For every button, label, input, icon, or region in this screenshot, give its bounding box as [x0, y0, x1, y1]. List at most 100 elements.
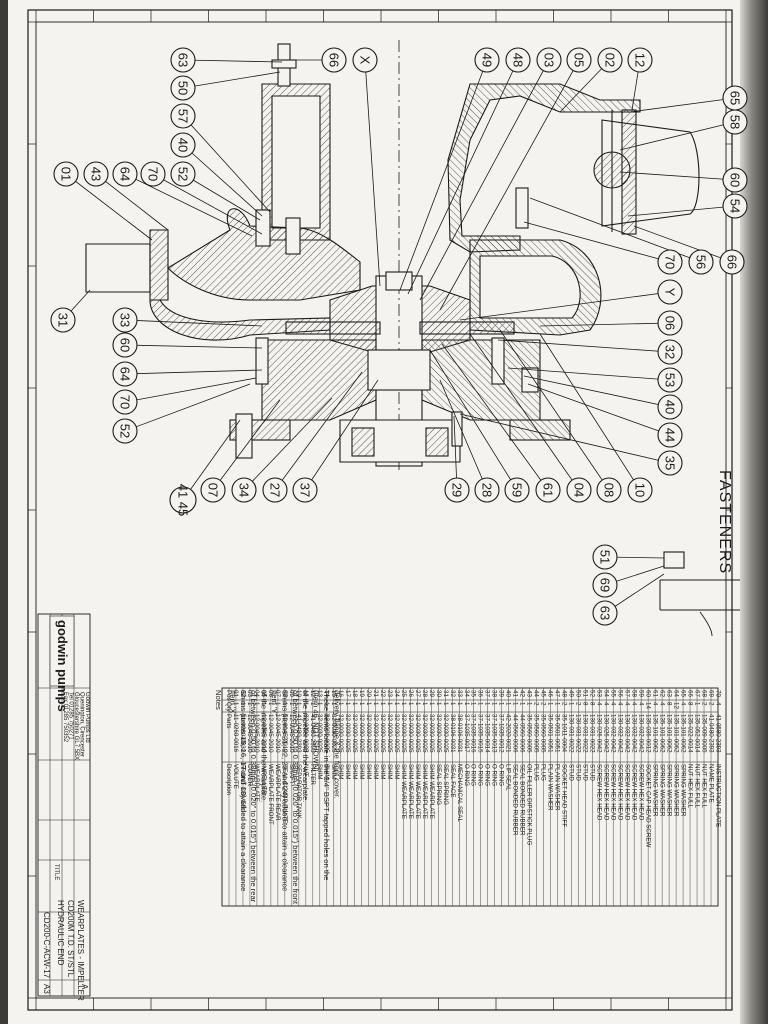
notes-line: of between 0.50 to 0.38mm (0.020" to 0.0…: [291, 690, 300, 905]
table-cell: 1: [253, 702, 260, 706]
table-cell: NAME PLATE: [707, 764, 714, 803]
balloon: 58: [722, 109, 748, 135]
table-header-cell: Pos: [225, 690, 232, 701]
table-cell: 135-101-0062: [651, 714, 658, 753]
table-cell: 35: [470, 690, 477, 697]
balloon-label: 69: [598, 578, 613, 592]
balloon: 60: [722, 167, 748, 193]
table-cell: SHIM: [337, 764, 344, 779]
table-cell: 4: [609, 702, 616, 706]
table-cell: STUD: [582, 764, 589, 781]
leader-line: [182, 144, 263, 217]
balloon-label: 59: [510, 483, 525, 497]
plug-right: [521, 367, 539, 393]
balloon-circle: [719, 249, 745, 275]
title-line: HYDRAULIC END: [56, 900, 65, 966]
balloon: 69: [592, 572, 618, 598]
table-cell: 32-0030-0025: [316, 714, 323, 753]
balloon-circle: [536, 47, 562, 73]
table-cell: 1: [477, 702, 484, 706]
table-cell: FRONT COVER: [239, 764, 246, 809]
table-cell: 135-022-0014: [686, 714, 693, 753]
table-cell: 1: [554, 702, 561, 706]
table-cell: 35-0560-0005: [533, 714, 540, 753]
balloon: 40: [170, 132, 196, 158]
table-cell: 32-0030-0025: [442, 714, 449, 753]
leader-line: [497, 339, 671, 353]
table-cell: 4: [602, 702, 609, 706]
balloon: 33: [112, 307, 138, 333]
balloon-circle: [657, 450, 683, 476]
table-cell: 135-101-0062: [658, 714, 665, 753]
table-cell: 1: [337, 702, 344, 706]
title-block-frame: [37, 613, 91, 997]
leader-line: [212, 399, 281, 491]
table-cell: SEAL BONDED RUBBER: [512, 764, 519, 836]
balloon: 66: [321, 47, 347, 73]
table-cell: 1: [456, 702, 463, 706]
table-cell: 11: [302, 690, 309, 697]
table-cell: 135-101-0062: [672, 714, 679, 753]
balloon: 63: [170, 47, 196, 73]
table-cell: 2: [575, 702, 582, 706]
leader-line: [152, 173, 263, 235]
balloon-circle: [722, 109, 748, 135]
balloon: 61: [535, 477, 561, 503]
balloon-label: 31: [56, 313, 71, 327]
table-cell: STUD: [575, 764, 582, 781]
table-cell: 67: [693, 690, 700, 697]
table-cell: 1: [421, 702, 428, 706]
table-cell: 8: [582, 702, 589, 706]
housing-foot-right: [509, 419, 571, 441]
balloon-circle: [657, 249, 683, 275]
table-cell: 32-0030-0025: [393, 714, 400, 753]
table-cell: 22: [379, 690, 386, 697]
balloon-circle: [657, 422, 683, 448]
leader-line: [439, 379, 488, 491]
balloon-circle: [53, 161, 79, 187]
balloon-label: 56: [694, 255, 709, 269]
table-cell: 32-0030-0025: [365, 714, 372, 753]
table-cell: 12-0045-2010: [281, 714, 288, 753]
balloon: 01: [53, 161, 79, 187]
table-cell: 37-1035-0015: [477, 714, 484, 753]
balloon-circle: [169, 486, 197, 514]
table-cell: 1: [547, 702, 554, 706]
table-cell: 13: [316, 690, 323, 697]
table-header-cell: Description: [225, 764, 232, 796]
table-cell: 29: [428, 690, 435, 697]
mech-seal: [367, 349, 431, 391]
table-cell: 1: [519, 702, 526, 706]
balloon: 70: [657, 249, 683, 275]
table-cell: 06: [267, 690, 274, 697]
table-cell: O RING: [477, 764, 484, 786]
notes-line: Shims (items 15, 16, 17 and 18) added to…: [239, 690, 248, 891]
balloon: 05: [566, 47, 592, 73]
balloon-circle: [140, 161, 166, 187]
balloon: 07: [200, 477, 226, 503]
table-cell: 38-0106-0031: [449, 714, 456, 753]
balloon-circle: [596, 477, 622, 503]
title-line: CD200M T.D. ST/STL: [66, 900, 75, 978]
table-cell: SEPARATOR TANK: [295, 764, 302, 820]
table-cell: 32-0030-0025: [330, 714, 337, 753]
table-cell: O RING: [491, 764, 498, 786]
table-frame: [221, 687, 719, 907]
balloon-label: 10: [633, 483, 648, 497]
table-cell: 1: [379, 702, 386, 706]
leader-line: [539, 322, 671, 327]
table-cell: 135-052-0014: [693, 714, 700, 753]
leader-line: [274, 371, 363, 491]
table-cell: 1: [386, 702, 393, 706]
table-cell: 66: [686, 690, 693, 697]
table-cell: 130-031-0022: [582, 714, 589, 753]
balloon-circle: [474, 477, 500, 503]
balloon: 08: [596, 477, 622, 503]
table-cell: SHIM: [379, 764, 386, 779]
balloon: 65: [722, 85, 748, 111]
leader-line: [95, 173, 169, 231]
balloon: 53: [657, 367, 683, 393]
leader-line: [124, 369, 263, 375]
leader-line: [523, 221, 671, 263]
